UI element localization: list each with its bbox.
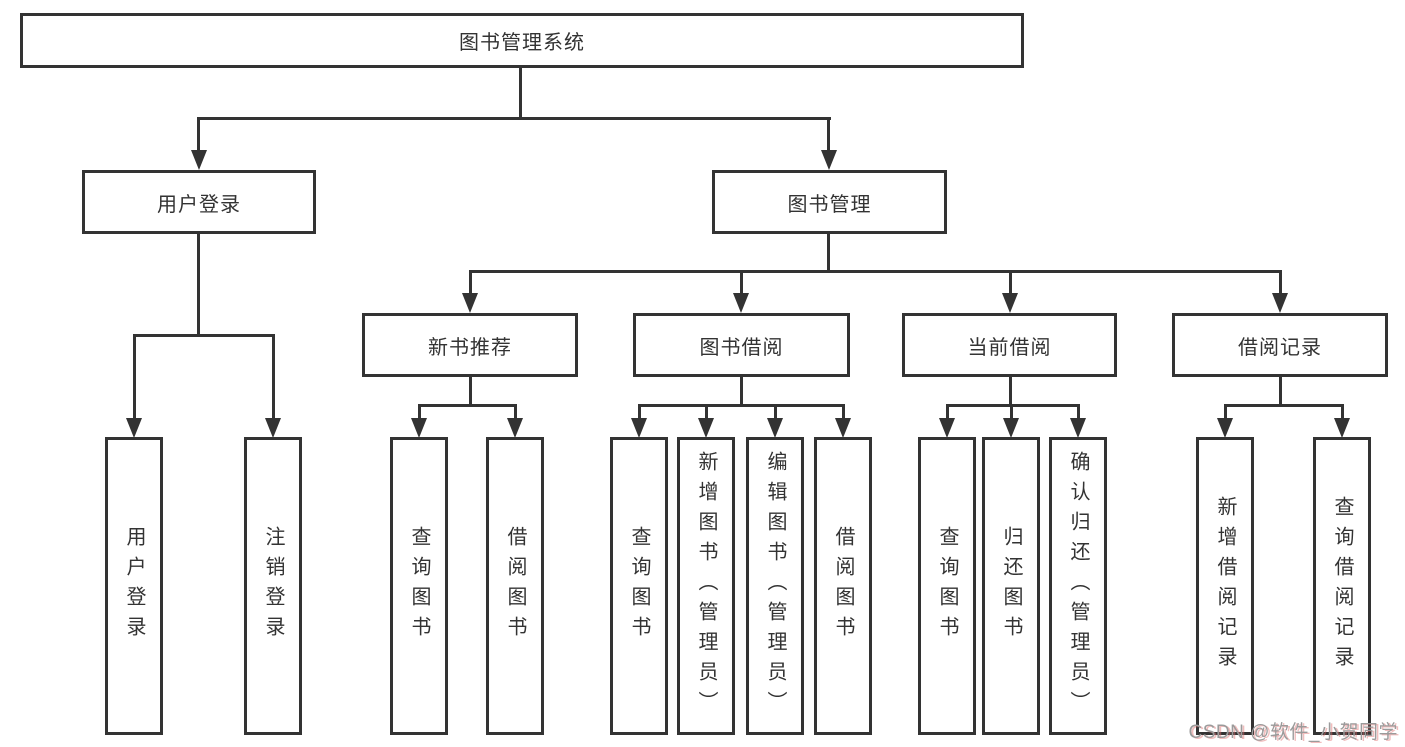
connector-drop-query-book-3 (946, 404, 949, 419)
node-book-management: 图书管理 (712, 170, 947, 234)
arrowhead-edit-book (767, 418, 783, 438)
arrowhead-confirm-return (1070, 418, 1086, 438)
arrowhead-query-book-3 (939, 418, 955, 438)
csdn-watermark: CSDN @软件_小贺同学 (1188, 722, 1398, 743)
connector-drop-borrow-book-1 (514, 404, 517, 419)
node-label: 查询图书 (628, 526, 650, 646)
arrowhead-borrow-book-1 (507, 418, 523, 438)
node-label: 编辑图书（管理员） (764, 451, 786, 721)
connector-borrow-record-branch (1224, 404, 1344, 407)
arrowhead-borrow-book-2 (835, 418, 851, 438)
node-label: 注销登录 (262, 526, 284, 646)
node-label: 新增图书（管理员） (695, 451, 717, 721)
node-label: 用户登录 (123, 526, 145, 646)
connector-current-borrow-branch (946, 404, 1080, 407)
connector-drop-book-borrow (740, 270, 743, 295)
node-book-borrow: 图书借阅 (633, 313, 850, 377)
node-label: 查询图书 (936, 526, 958, 646)
leaf-logout: 注销登录 (244, 437, 302, 735)
arrowhead-current-borrow (1002, 293, 1018, 313)
connector-drop-add-record (1224, 404, 1227, 419)
node-label: 新增借阅记录 (1214, 496, 1236, 676)
node-label: 当前借阅 (967, 336, 1052, 359)
leaf-query-book-2: 查询图书 (610, 437, 668, 735)
leaf-return-book: 归还图书 (982, 437, 1040, 735)
node-borrow-records: 借阅记录 (1172, 313, 1388, 377)
leaf-borrow-book-1: 借阅图书 (486, 437, 544, 735)
connector-drop-query-record (1341, 404, 1344, 419)
node-new-book-recommend: 新书推荐 (362, 313, 578, 377)
node-label: 借阅图书 (504, 526, 526, 646)
connector-root-branch (197, 117, 831, 120)
arrowhead-add-book (698, 418, 714, 438)
arrowhead-leaf-logout (265, 418, 281, 438)
connector-drop-borrow-book-2 (842, 404, 845, 419)
leaf-edit-book-admin: 编辑图书（管理员） (746, 437, 804, 735)
leaf-query-book-3: 查询图书 (918, 437, 976, 735)
connector-drop-user-login (197, 117, 200, 150)
node-user-login: 用户登录 (82, 170, 316, 234)
connector-drop-borrow-record (1279, 270, 1282, 295)
connector-book-borrow-stem (740, 375, 743, 407)
node-label: 图书管理系统 (459, 32, 585, 54)
node-label: 归还图书 (1000, 526, 1022, 646)
connector-drop-leaf-logout (272, 334, 275, 419)
connector-user-login-branch (133, 334, 275, 337)
leaf-add-borrow-record: 新增借阅记录 (1196, 437, 1254, 735)
connector-drop-add-book (705, 404, 708, 419)
connector-book-mgmt-branch (469, 270, 1282, 273)
connector-drop-current-borrow (1009, 270, 1012, 295)
connector-drop-edit-book (774, 404, 777, 419)
arrowhead-user-login (191, 150, 207, 170)
node-label: 借阅记录 (1238, 336, 1322, 359)
arrowhead-query-record (1334, 418, 1350, 438)
leaf-query-book-1: 查询图书 (390, 437, 448, 735)
node-label: 借阅图书 (832, 526, 854, 646)
connector-book-mgmt-stem (827, 232, 830, 272)
arrowhead-book-mgmt (821, 150, 837, 170)
node-current-borrow: 当前借阅 (902, 313, 1117, 377)
connector-current-borrow-stem (1009, 375, 1012, 407)
connector-drop-query-book-2 (638, 404, 641, 419)
connector-drop-leaf-user-login (133, 334, 136, 419)
node-label: 用户登录 (157, 193, 241, 216)
node-label: 查询图书 (408, 526, 430, 646)
connector-new-book-branch (418, 404, 517, 407)
arrowhead-add-record (1217, 418, 1233, 438)
node-library-system: 图书管理系统 (20, 13, 1024, 68)
arrowhead-leaf-user-login (126, 418, 142, 438)
arrowhead-book-borrow (733, 293, 749, 313)
node-label: 查询借阅记录 (1331, 496, 1353, 676)
arrowhead-query-book-2 (631, 418, 647, 438)
connector-book-borrow-branch (638, 404, 845, 407)
node-label: 新书推荐 (428, 336, 512, 359)
node-label: 确认归还（管理员） (1067, 451, 1089, 721)
arrowhead-query-book-1 (411, 418, 427, 438)
arrowhead-borrow-record (1272, 293, 1288, 313)
leaf-query-borrow-record: 查询借阅记录 (1313, 437, 1371, 735)
leaf-add-book-admin: 新增图书（管理员） (677, 437, 735, 735)
connector-new-book-stem (469, 375, 472, 407)
connector-drop-confirm-return (1077, 404, 1080, 419)
leaf-user-login: 用户登录 (105, 437, 163, 735)
connector-drop-book-mgmt (827, 117, 830, 150)
connector-drop-return-book (1010, 404, 1013, 419)
arrowhead-return-book (1003, 418, 1019, 438)
connector-drop-new-book (469, 270, 472, 295)
connector-user-login-stem (197, 232, 200, 336)
connector-root-stem (519, 66, 522, 120)
leaf-borrow-book-2: 借阅图书 (814, 437, 872, 735)
node-label: 图书借阅 (699, 336, 784, 359)
arrowhead-new-book (462, 293, 478, 313)
connector-drop-query-book-1 (418, 404, 421, 419)
node-label: 图书管理 (787, 193, 872, 216)
leaf-confirm-return-admin: 确认归还（管理员） (1049, 437, 1107, 735)
connector-borrow-record-stem (1279, 375, 1282, 407)
